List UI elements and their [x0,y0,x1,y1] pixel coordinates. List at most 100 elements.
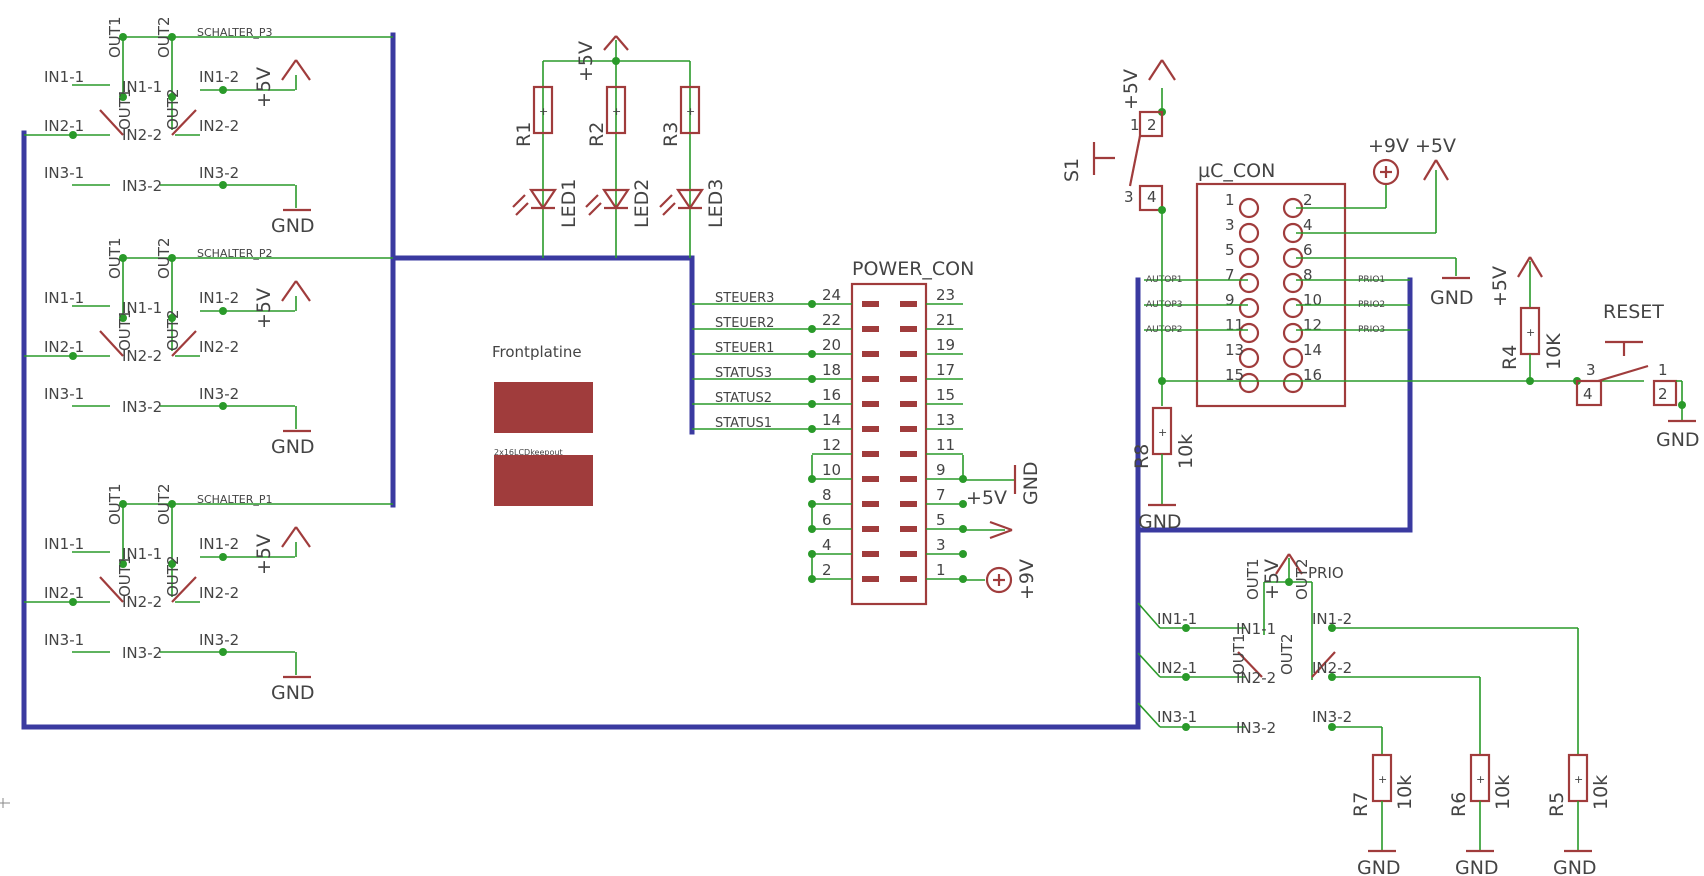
led-supply-label: +5V [575,41,597,82]
supply-label: +5V [253,67,275,108]
pin-in3-2-inner: IN3-2 [122,177,162,195]
uc-pin: 10 [1303,291,1322,309]
pin-in3-2: IN3-2 [199,631,239,649]
power-con-pin: 11 [936,436,955,454]
resistor-r3-label: R3 [660,122,682,147]
pin-in3-1: IN3-1 [44,385,84,403]
led-column-1: + R1 LED1 [512,61,580,258]
prio-in3-1: IN3-1 [1157,708,1197,726]
pin-in2-1: IN2-1 [44,338,84,356]
power-con-pin: 12 [822,436,841,454]
resistor-r1 [532,85,554,135]
led-column-3: + R3 LED3 [659,61,727,258]
prio-in2-2-inner: IN2-2 [1236,669,1276,687]
uc-pin: 13 [1225,341,1244,359]
contact-left [862,451,879,457]
power-con-pin: 2 [822,561,832,579]
pin-in1-1-inner: IN1-1 [122,299,162,317]
lcd-keepout-label: 2x16LCDkeepout [494,448,563,457]
contact-right [900,351,917,357]
r4-label: R4 [1499,345,1521,370]
led-column-2: + R2 LED2 [585,61,653,258]
power-con-signals: STEUER3STEUER2STEUER1STATUS3STATUS2STATU… [692,291,812,431]
pin-in3-1: IN3-1 [44,631,84,649]
contact-right [900,501,917,507]
uc-hole [1238,197,1260,219]
pin-in1-1-inner: IN1-1 [122,78,162,96]
net-label: SCHALTER_P1 [197,493,273,506]
net-label: SCHALTER_P2 [197,247,273,260]
uc-net-prio3: PRIO3 [1358,325,1385,335]
front-title: Frontplatine [492,343,582,361]
uc-pin: 12 [1303,316,1322,334]
r4-value: 10K [1543,333,1565,370]
power-con-pin: 5 [936,511,946,529]
power-con-title: POWER_CON [852,258,974,280]
power-con-signal: STEUER1 [715,341,774,356]
pin-in2-2-inner: IN2-2 [122,126,162,144]
switch-s1: +5V S1 1 2 3 4 [1061,59,1644,406]
uc-hole [1238,272,1260,294]
r6-gnd: GND [1455,857,1499,876]
power-con-pin: 6 [822,511,832,529]
pin-out1-inner: OUT1 [116,89,134,131]
prio-title: PRIO [1308,564,1344,582]
uc-gnd-label: GND [1430,287,1474,309]
resistor-r7: + R7 10k GND [1350,753,1416,876]
supply-label: +5V [253,534,275,575]
pin-out2-inner: OUT2 [164,89,182,131]
r7-gnd: GND [1357,857,1401,876]
pin-in1-2: IN1-2 [199,535,239,553]
s1-pin-4: 4 [1147,188,1157,206]
power-con-pin: 24 [822,286,841,304]
r6-label: R6 [1448,792,1470,817]
uc-hole [1238,322,1260,344]
svg-text:+: + [612,105,621,118]
power-con-signal: STATUS3 [715,366,772,381]
s1-pin-1: 1 [1130,116,1140,134]
resistor-r5: + R5 10k GND [1546,753,1612,876]
contact-right [900,326,917,332]
power-con-pin: 17 [936,361,955,379]
prio-in3-2: IN3-2 [1312,708,1352,726]
s1-pin-3: 3 [1124,188,1134,206]
contact-right [900,376,917,382]
resistor-r2 [605,85,627,135]
r5-gnd: GND [1553,857,1597,876]
r7-label: R7 [1350,792,1372,817]
prio-in3-2-inner: IN3-2 [1236,719,1276,737]
contact-right [900,551,917,557]
power-con-signal: STATUS2 [715,391,772,406]
pin-in2-2: IN2-2 [199,584,239,602]
pin-in1-2: IN1-2 [199,289,239,307]
reset-section: +5V + R4 10K RESET 3 4 1 2 GND [1489,256,1700,451]
power-con-pin: 3 [936,536,946,554]
supply-label: +5V [253,288,275,329]
gnd-label: GND [271,215,315,237]
contact-right [900,451,917,457]
uc-pin: 6 [1303,241,1313,259]
power-con-pin: 4 [822,536,832,554]
contact-left [862,326,879,332]
prio-in2-2: IN2-2 [1312,659,1352,677]
uc-hole [1282,347,1304,369]
r7-value: 10k [1394,775,1416,810]
pin-in1-1: IN1-1 [44,535,84,553]
resistor-r6: + R6 10k GND [1448,753,1514,876]
pin-in2-2: IN2-2 [199,117,239,135]
contact-right [900,401,917,407]
r8-label: R8 [1131,444,1153,469]
uc-pin: 11 [1225,316,1244,334]
uc-pin: 9 [1225,291,1235,309]
power-con-5v-label: +5V [966,487,1007,509]
prio-in1-1: IN1-1 [1157,610,1197,628]
uc-pin: 7 [1225,266,1235,284]
power-con-9v-label: +9V [1016,559,1038,600]
switch-block-p1: SCHALTER_P1 OUT1 OUT2 IN1-1 IN1-1 IN1-2 … [24,484,393,704]
contact-left [862,576,879,582]
uc-hole [1282,272,1304,294]
pin-out1-inner: OUT1 [116,310,134,352]
